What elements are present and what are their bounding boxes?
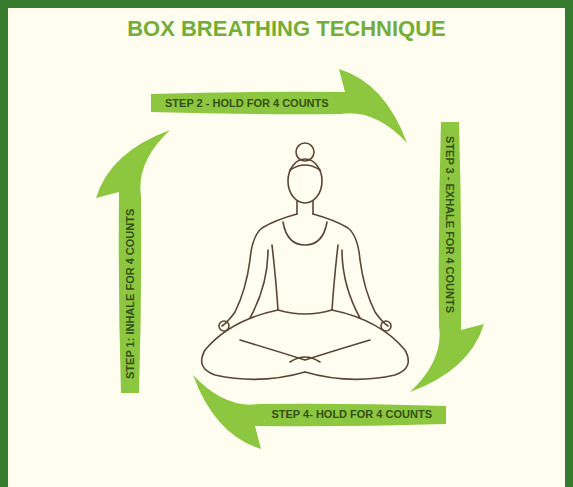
step-arrow: STEP 4- HOLD FOR 4 COUNTS	[185, 375, 446, 455]
step-arrow: STEP 1: INHALE FOR 4 COUNTS	[90, 122, 170, 393]
step-label: STEP 2 - HOLD FOR 4 COUNTS	[165, 97, 329, 110]
step-arrow: STEP 3 - EXHALE FOR 4 COUNTS	[410, 122, 490, 400]
arrow-outline	[193, 375, 446, 449]
arrow-outline	[96, 130, 170, 393]
step-label: STEP 4- HOLD FOR 4 COUNTS	[271, 409, 432, 422]
arrow-outline	[410, 122, 484, 392]
step-label: STEP 3 - EXHALE FOR 4 COUNTS	[444, 136, 457, 313]
title: BOX BREATHING TECHNIQUE	[0, 16, 573, 42]
step-label: STEP 1: INHALE FOR 4 COUNTS	[124, 209, 137, 379]
step-arrow: STEP 2 - HOLD FOR 4 COUNTS	[151, 63, 415, 143]
arrow-outline	[151, 69, 407, 143]
